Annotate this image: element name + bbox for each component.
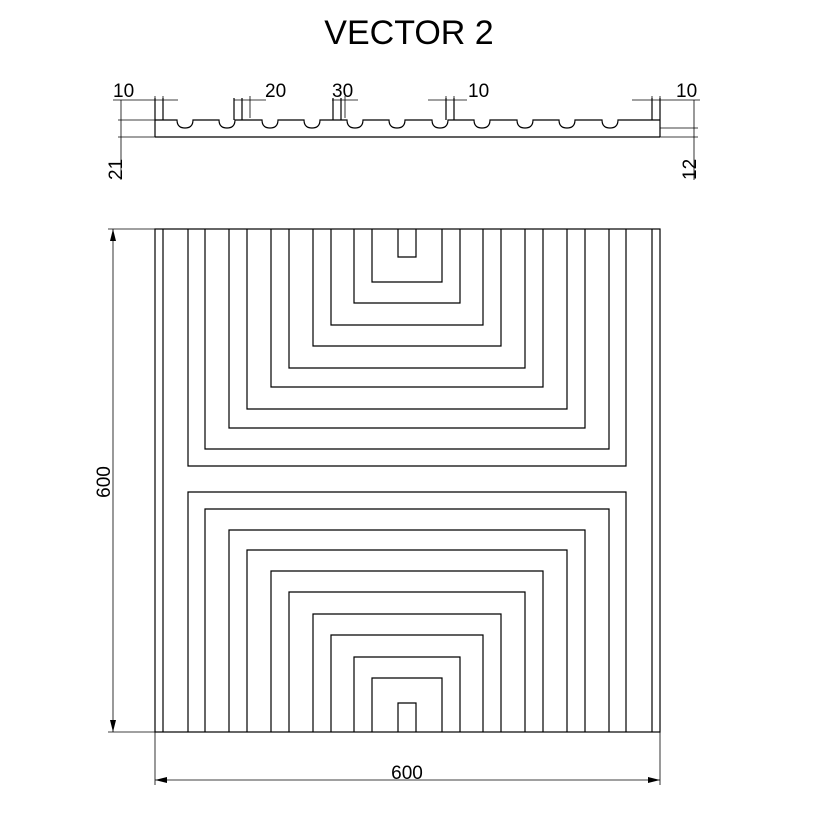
pattern-channel bbox=[270, 229, 544, 388]
dim-edge-right: 10 bbox=[676, 81, 697, 102]
pattern-channel bbox=[397, 229, 417, 258]
pattern-channel bbox=[246, 549, 568, 732]
profile-slot bbox=[445, 98, 455, 120]
pattern-channel bbox=[187, 229, 627, 467]
profile-slots bbox=[154, 98, 661, 120]
pattern-channel bbox=[312, 613, 502, 732]
pattern-channel bbox=[228, 229, 586, 429]
panel-front-view bbox=[154, 228, 661, 733]
dim-groove-right: 10 bbox=[468, 81, 489, 102]
dim-panel-height: 600 bbox=[94, 466, 115, 498]
profile-dimensions bbox=[113, 96, 700, 180]
profile-slot bbox=[233, 98, 243, 120]
pattern-channel bbox=[397, 702, 417, 732]
pattern-channel bbox=[228, 529, 586, 732]
pattern-channel bbox=[371, 677, 443, 732]
pattern-channel bbox=[330, 229, 484, 326]
profile-slot bbox=[651, 98, 661, 120]
pattern-bottom-half bbox=[187, 491, 627, 732]
dim-panel-width: 600 bbox=[391, 763, 423, 784]
pattern-channel bbox=[371, 229, 443, 283]
panel-dimensions bbox=[108, 228, 661, 785]
panel-outline bbox=[154, 228, 661, 733]
pattern-channel bbox=[330, 634, 484, 732]
profile-slot bbox=[154, 98, 164, 120]
pattern-channel bbox=[353, 229, 461, 304]
profile-slot bbox=[332, 98, 342, 120]
pattern-channel bbox=[353, 656, 461, 732]
dim-thickness-total: 21 bbox=[106, 159, 127, 180]
pattern-top-half bbox=[187, 229, 627, 467]
pattern-channel bbox=[312, 229, 502, 347]
dim-groove-left: 10 bbox=[113, 81, 134, 102]
pattern-channel bbox=[246, 229, 568, 410]
pattern-channel bbox=[288, 229, 526, 369]
pattern-channel bbox=[187, 491, 627, 732]
panel-dimension-arrows bbox=[110, 229, 660, 783]
pattern-channel bbox=[288, 591, 526, 732]
drawing-title: VECTOR 2 bbox=[324, 14, 494, 52]
profile-top-surface bbox=[155, 119, 660, 129]
pattern-channel bbox=[270, 570, 544, 732]
pattern-channel bbox=[204, 508, 610, 732]
profile-section bbox=[154, 98, 661, 138]
dim-groove-mid: 30 bbox=[332, 81, 353, 102]
dim-thickness-base: 12 bbox=[680, 159, 701, 180]
pattern-channel bbox=[204, 229, 610, 450]
dim-groove-wide: 20 bbox=[265, 81, 286, 102]
